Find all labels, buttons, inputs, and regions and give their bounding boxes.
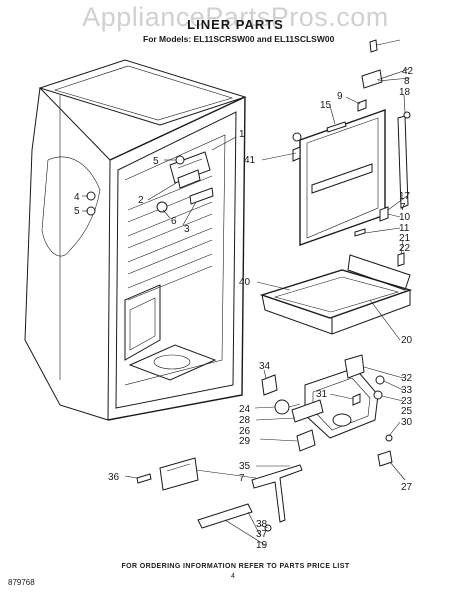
callout-31: 31 — [316, 389, 328, 400]
crisper-tray — [259, 254, 413, 335]
screw-part-5-top — [175, 155, 185, 165]
screw-part-33 — [375, 375, 385, 385]
gasket-part-18 — [397, 115, 409, 209]
part-32 — [344, 354, 365, 379]
callout-37: 37 — [256, 529, 268, 540]
control-housing — [291, 354, 393, 467]
liner-cabinet — [24, 59, 247, 421]
screw-part-6 — [156, 201, 168, 213]
screw-part-23 — [373, 390, 383, 400]
ordering-note: FOR ORDERING INFORMATION REFER TO PARTS … — [121, 563, 350, 570]
callout-numbers: 1 5 4 5 2 6 3 41 42 8 9 15 18 17 7 10 11… — [74, 66, 414, 551]
callout-18: 18 — [399, 87, 411, 98]
callout-20: 20 — [401, 335, 413, 346]
callout-30: 30 — [401, 417, 413, 428]
callout-24: 24 — [239, 404, 251, 415]
callout-3: 3 — [184, 224, 190, 235]
bracket-part-3 — [189, 187, 214, 205]
callout-34: 34 — [259, 361, 271, 372]
callout-5-top: 5 — [153, 156, 159, 167]
evaporator-panel — [292, 109, 386, 246]
callout-19: 19 — [256, 540, 268, 551]
callout-10: 10 — [399, 212, 411, 223]
callout-26: 26 — [239, 426, 251, 437]
callout-1: 1 — [239, 129, 245, 140]
callout-25: 25 — [401, 406, 413, 417]
callout-33: 33 — [401, 385, 413, 396]
callout-7: 7 — [400, 202, 406, 213]
screw-part-5 — [86, 206, 96, 216]
callout-23: 23 — [401, 396, 413, 407]
callout-6: 6 — [171, 216, 177, 227]
knob-part-29 — [296, 429, 316, 452]
callout-22: 22 — [399, 243, 411, 254]
callout-40: 40 — [239, 277, 251, 288]
callout-29: 29 — [239, 436, 251, 447]
document-number: 879768 — [8, 578, 35, 587]
light-bracket-part-2 — [177, 169, 201, 189]
callout-4: 4 — [74, 192, 80, 203]
screw-part-42 — [369, 39, 378, 53]
lamp-part-28 — [274, 399, 290, 415]
callout-9: 9 — [337, 91, 343, 102]
models-line: For Models: EL11SCRSW00 and EL11SCLSW00 — [143, 34, 335, 44]
callout-21: 21 — [399, 233, 411, 244]
screw-part-30 — [385, 434, 393, 442]
callout-5-side: 5 — [74, 206, 80, 217]
callout-41: 41 — [244, 155, 256, 166]
callout-11: 11 — [399, 223, 410, 234]
switch-part-34 — [261, 374, 278, 396]
trim-strips — [136, 457, 303, 532]
callout-28: 28 — [239, 415, 251, 426]
screw-part-11 — [354, 228, 366, 237]
part-10 — [379, 206, 389, 222]
callout-27: 27 — [401, 482, 413, 493]
hinge-part-8 — [361, 69, 383, 89]
callout-38: 38 — [256, 519, 268, 530]
part-15 — [326, 121, 347, 133]
callout-7-lower: 7 — [239, 473, 245, 484]
callout-32: 32 — [401, 373, 413, 384]
part-31 — [352, 393, 361, 406]
callout-42: 42 — [402, 66, 414, 77]
callout-36: 36 — [108, 472, 120, 483]
callout-35: 35 — [239, 461, 251, 472]
knob-part-27 — [377, 450, 393, 467]
screw-part-4 — [86, 191, 96, 201]
part-9 — [357, 99, 367, 112]
leader-lines — [82, 39, 411, 546]
callout-17: 17 — [399, 191, 411, 202]
callout-15: 15 — [320, 100, 332, 111]
callout-8: 8 — [404, 76, 410, 87]
watermark: AppliancePartsPros.com — [82, 2, 389, 32]
diagram-title: LINER PARTS — [187, 17, 284, 32]
page-number: 4 — [231, 573, 235, 580]
callout-2: 2 — [138, 195, 144, 206]
screw-part-22 — [397, 252, 405, 267]
